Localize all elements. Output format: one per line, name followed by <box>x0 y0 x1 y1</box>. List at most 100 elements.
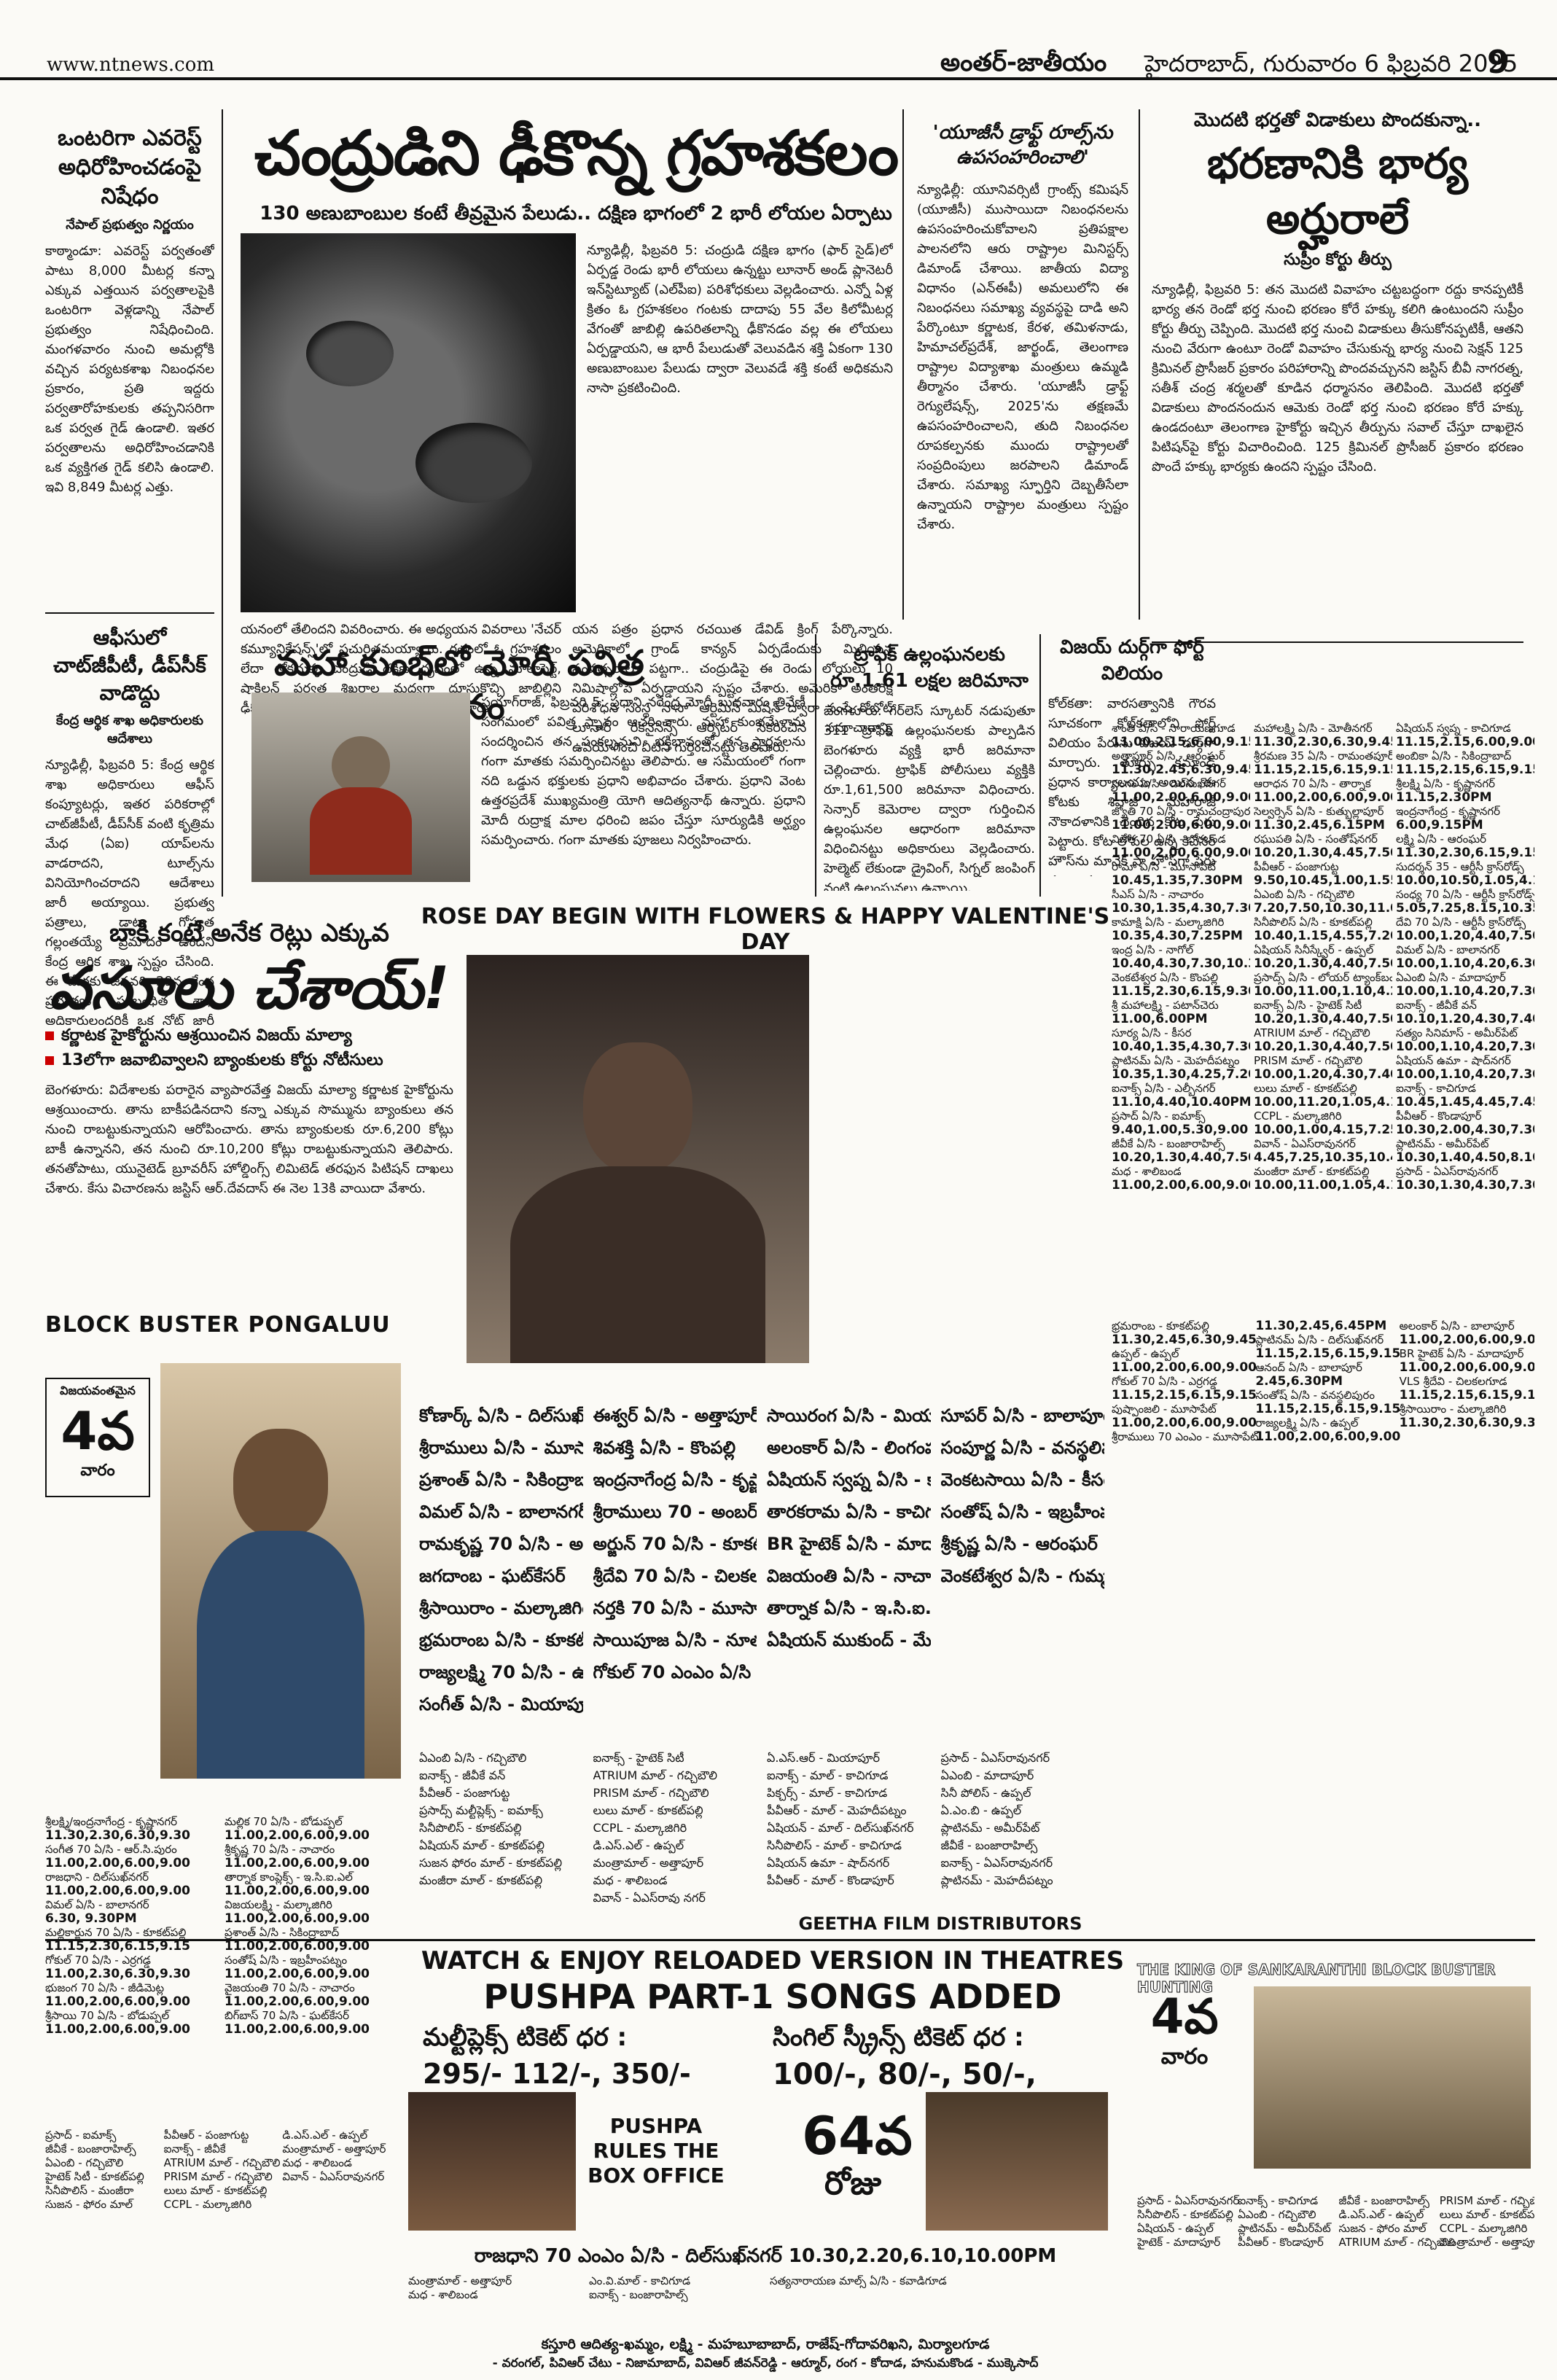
show-times: 11.15,2.30,6.15,9.30PM <box>1112 984 1250 999</box>
theatre-name: ఇంద్రనాగేంద్ర - కృష్ణానగర్ <box>1396 805 1501 818</box>
list-item: డి.ఎస్.ఎల్ - ఉప్పల్ <box>282 2129 368 2142</box>
list-item: డి.ఎస్.ఎల్ - ఉప్పల్ <box>1338 2208 1424 2221</box>
show-times: 11.30,2.45,6.30,9.45 <box>1112 762 1250 777</box>
show-times: 6.30, 9.30PM <box>45 1911 137 1926</box>
theatre-column: కోణార్క్ ఏ/సి - దిల్‌సుఖ్‌నగర్శ్రీరాములు… <box>419 1400 583 1749</box>
traffic-headline: ట్రాఫిక్ ఉల్లంఘనలకు రూ.1.61 లక్షల జరిమాన… <box>830 644 1029 692</box>
show-times: 11.30,2.30,6.30,9.45 <box>1254 735 1392 749</box>
list-item: CCPL - మల్కాజిగిరి <box>1439 2222 1528 2235</box>
show-times: 4.45,7.25,10.35,10.45 <box>1254 1150 1392 1165</box>
show-times: 11.00,2.00,6.00,9.00 <box>1254 790 1392 805</box>
mall-entry: ఏషియన్ మాల్ - కూకట్‌పల్లి <box>419 1838 545 1852</box>
theatre-name: రాజ్యలక్ష్మి ఏ/సి - ఉప్పల్ <box>1255 1416 1359 1429</box>
mall-entry: ఏషియన్ ఉమా - షాద్‌నగర్ <box>767 1856 890 1870</box>
theatre-name: శ్రీసాయి 70 ఏ/సి - బోడుప్పల్ <box>45 2009 170 2022</box>
mall-entry: సుజన ఫోరం మాల్ - కూకట్‌పల్లి <box>419 1856 563 1870</box>
theatre-entry: శ్రీరాములు ఏ/సి - మూసాపేట్ <box>419 1437 583 1458</box>
theatre-name: రాజధాని - దిల్‌సుఖ్‌నగర్ <box>45 1870 149 1884</box>
site-url[interactable]: www.ntnews.com <box>47 54 215 76</box>
theatre-name: ప్లాటినమ్ ఏ/సి - దిల్‌సుఖ్‌నగర్ <box>1255 1333 1384 1346</box>
theatre-entry: ఏషియన్ ముకుంద్ - మేడ్చల్ <box>767 1630 931 1650</box>
theatre-entry: సూపర్ ఏ/సి - బాలాపూర్ <box>940 1405 1105 1426</box>
column-rule <box>902 109 904 620</box>
show-times: 11.00,2.00,6.00,9.00 <box>45 1884 190 1898</box>
mallya-headline: వసూలు చేశాయ్! <box>49 954 450 1022</box>
theatre-name: అత్తాపూర్ ఏ/సి - ఆరంఘర్ <box>1112 749 1225 762</box>
list-item: పీవీఆర్ - పంజాగుట్ట <box>163 2129 249 2142</box>
theatre-name: శ్రీకృష్ణ 70 ఏ/సి - నాచారం <box>225 1843 335 1856</box>
mall-column: ఐనాక్స్ - హైటెక్ సిటీATRIUM మాల్ - గచ్చి… <box>593 1749 757 1910</box>
show-times: 9.50,10.45,1.00,1.55,4.10 <box>1254 873 1392 888</box>
theatre-name: ప్లాటినమ్ ఏ/సి - మెహదీపట్నం <box>1112 1054 1240 1067</box>
theatre-name: ఇంద్ర ఏ/సి - నాగోల్ <box>1112 943 1194 956</box>
show-times: 5.05,7.25,8.15,10.35,11.25 <box>1396 901 1534 916</box>
pushpa-reloaded-line: WATCH & ENJOY RELOADED VERSION IN THEATR… <box>421 1946 1125 1975</box>
list-item: ఏఎంబి - గచ్చిబౌలి <box>45 2156 124 2169</box>
theatre-entry: ఈశ్వర్ ఏ/సి - అత్తాపూర్ <box>593 1405 757 1426</box>
divider <box>45 1939 1535 1941</box>
theatre-name: శ్రీలక్ష్మి ఏ/సి - కృష్ణానగర్ <box>1396 777 1495 790</box>
mall-entry: PRISM మాల్ - గచ్చిబౌలి <box>593 1786 709 1800</box>
chatgpt-credit: కేంద్ర ఆర్థిక శాఖ అధికారులకు ఆదేశాలు <box>56 713 203 746</box>
ugc-body: న్యూఢిల్లీ: యూనివర్సిటీ గ్రాంట్స్ కమిషన్… <box>917 182 1128 532</box>
theatre-entry: సంతోష్ ఏ/సి - ఇబ్రహీంపట్నం <box>940 1502 1105 1522</box>
show-times: 11.00,2.00,6.00,9.00 <box>1112 818 1250 832</box>
show-times: 10.00,1.10,4.20,6.30,7.30,9.40,10.40 <box>1396 956 1534 971</box>
theatre-entry: సంగీత్ ఏ/సి - మియాపూర్ <box>419 1694 583 1714</box>
theatre-entry: సాయిపూజ ఏ/సి - నూతన <box>593 1630 757 1650</box>
show-times: 11.00,2.00,6.00,9.00 <box>225 1884 370 1898</box>
show-times: 11.00,2.30,6.30,9.30 <box>45 1967 190 1981</box>
mall-entry: జీవీకే - బంజారాహిల్స్ <box>940 1838 1038 1852</box>
theatre-entry: శ్రీసాయిరాం - మల్కాజిగిరి <box>419 1598 583 1618</box>
single-screen-price: 100/-, 80/-, 50/-, <box>773 2058 1037 2091</box>
show-times: 11.15,2.15,6.00,9.00 <box>1396 735 1534 749</box>
show-times: 11.15,2.30PM <box>1396 790 1492 805</box>
theatre-name: ఐనాక్స్ - కాచిగూడ <box>1396 1082 1476 1095</box>
dateline: హైదరాబాద్, గురువారం 6 ఫిబ్రవరి 2025 <box>1144 50 1518 77</box>
theatre-name: ఏఎంబి ఏ/సి - మాదాపూర్ <box>1396 971 1506 984</box>
mall-entry: ఐనాక్స్ - మాల్ - కాచిగూడ <box>767 1768 889 1782</box>
mall-entry: మంజీరా మాల్ - కూకట్‌పల్లి <box>419 1873 543 1887</box>
theatre-entry: అలంకార్ ఏ/సి - లింగంపల్లి <box>767 1437 931 1458</box>
show-times: 11.30,2.30,6.15,9.15 <box>1396 846 1534 860</box>
show-times: 11.30,2.45,6.45PM <box>1255 1319 1387 1333</box>
theatre-name: ప్రసాద్ - ఏఎస్‌రావునగర్ <box>1396 1165 1499 1178</box>
show-times: 11.30,2.45,6.15PM <box>1254 818 1385 832</box>
theatre-name: సీఎస్ ఏ/సి - నాచారం <box>1112 888 1204 901</box>
theatre-name: సూర్య ఏ/సి - కీసర <box>1112 1026 1192 1039</box>
theatre-list-left: ప్రసాద్ - ఐమాక్స్జీవీకే - బంజారాహిల్స్ఏఎ… <box>45 2129 395 2362</box>
theatre-entry: విజయంతి ఏ/సి - నాచారం <box>767 1566 931 1586</box>
theatre-name: ఐనాక్స్ ఏ/సి - ఎల్బీనగర్ <box>1112 1082 1216 1095</box>
chatgpt-headline: ఆఫీసులో చాట్‌జీపీటీ, డీప్‌సీక్ వాడొద్దు <box>53 625 206 705</box>
list-item: హైటెక్ - మాదాపూర్ <box>1137 2236 1221 2249</box>
sankranthi-week: 4వ వారం <box>1137 1990 1232 2075</box>
ugc-headline: 'యూజీసీ డ్రాఫ్ట్ రూల్స్‌ను ఉపసంహరించాలి' <box>932 122 1113 168</box>
week-sub: వారం <box>80 1462 115 1480</box>
theatre-entry: ఇంద్రనాగేంద్ర ఏ/సి - కృష్ణానగర్ <box>593 1470 757 1490</box>
theatre-name: మధ - శాలిబండ <box>1112 1165 1182 1178</box>
list-item: ATRIUM మాల్ - గచ్చిబౌలి <box>1338 2236 1456 2249</box>
theatre-column: సాయిరంగ ఏ/సి - మియాపూర్అలంకార్ ఏ/సి - లి… <box>767 1400 931 1749</box>
show-times: 11.00,2.00,6.00,9.00 <box>225 1939 370 1954</box>
column-rule <box>222 109 223 897</box>
list-item: లులు మాల్ - కూకట్‌పల్లి <box>1439 2208 1534 2221</box>
theatre-name: ఆరాధన 70 ఏ/సి - తార్నాక <box>1254 777 1371 790</box>
theatre-name: తార్నాక కాంప్లెక్స్ - ఇ.సి.ఐ.ఎల్ <box>225 1870 353 1884</box>
pushpa-face-image <box>408 2092 576 2231</box>
mallya-body: బెంగళూరు: విదేశాలకు పరారైన వ్యాపారవేత్త … <box>45 1082 453 1196</box>
show-times: 11.00,2.00,6.00,9.00 <box>1112 1178 1250 1193</box>
show-times: 10.30,2.00,4.30,7.30,10.30 <box>1396 1123 1534 1137</box>
bullet-icon <box>45 1056 54 1065</box>
mall-entry: ఏషియన్ - మాల్ - దిల్‌సుఖ్‌నగర్ <box>767 1821 914 1835</box>
theatre-list-main: కోణార్క్ ఏ/సి - దిల్‌సుఖ్‌నగర్శ్రీరాములు… <box>419 1400 1104 1749</box>
show-times: 10.20,1.30,4.40,7.50,11.00 <box>1254 1039 1392 1054</box>
mall-entry: లులు మాల్ - కూకట్‌పల్లి <box>593 1803 703 1817</box>
theatre-name: సంధ్య 70 ఏ/సి - ఆర్టీసీ క్రాస్‌రోడ్స్ <box>1396 888 1534 901</box>
show-times: 11.15,2.15,6.15,9.15 <box>1255 1402 1401 1416</box>
list-item: మంత్రామాల్ - అత్తాపూర్ <box>1439 2236 1534 2249</box>
column-rule <box>1039 634 1041 897</box>
traffic-article: ట్రాఫిక్ ఉల్లంఘనలకు రూ.1.61 లక్షల జరిమాన… <box>824 641 1035 891</box>
alimony-article: మొదటి భర్తతో విడాకులు పొందకున్నా.. భరణాన… <box>1152 109 1523 688</box>
showtimes-col-2: మహాలక్ష్మి ఏ/సి - మోతీనగర్11.30,2.30,6.3… <box>1254 722 1392 1268</box>
theatre-name: వెంకటేశ్వర ఏ/సి - కొంపల్లి <box>1112 971 1219 984</box>
